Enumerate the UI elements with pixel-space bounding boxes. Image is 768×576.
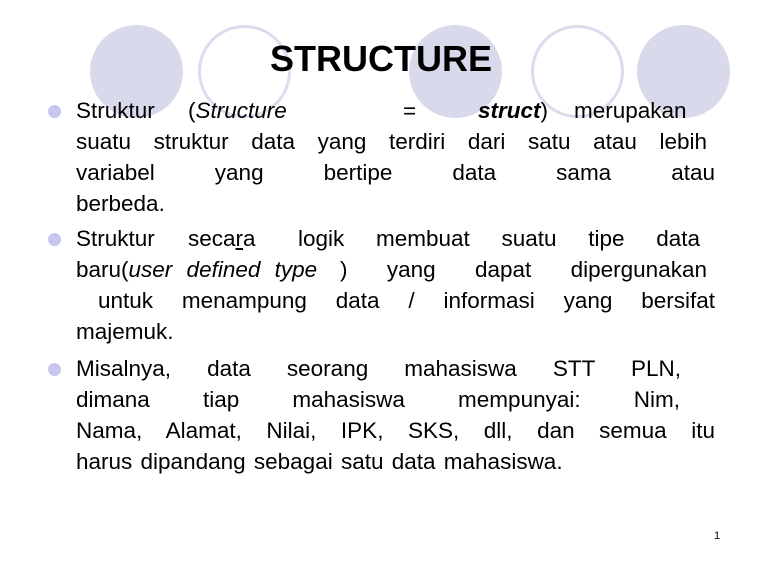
bullet-3-line-3: Nama, Alamat, Nilai, IPK, SKS, dll, dan … bbox=[76, 418, 715, 443]
text-baru: baru( bbox=[76, 257, 129, 282]
page-number: 1 bbox=[714, 530, 721, 542]
decorative-circle-filled-2 bbox=[409, 25, 502, 118]
decorative-circle-outline-1 bbox=[198, 25, 291, 118]
text-merupakan: merupakan bbox=[574, 98, 687, 123]
text-r-underlined: r bbox=[235, 226, 244, 251]
bullet-icon bbox=[48, 233, 61, 246]
paren-close: ) bbox=[540, 98, 549, 123]
text-a: a bbox=[243, 226, 256, 251]
text-yang-dapat: ) yang dapat dipergunakan bbox=[340, 257, 707, 282]
text-struktur: Struktur bbox=[76, 226, 155, 251]
bullet-1-line-3: variabel yang bertipe data sama atau bbox=[76, 160, 715, 185]
bullet-1-line-1: Struktur (Structure = struct) merupakan bbox=[76, 95, 700, 126]
text-user-defined-type: user defined type bbox=[128, 257, 318, 282]
bullet-1-line-4: berbeda. bbox=[76, 191, 165, 216]
bullet-2-line-1: Struktur secara logik membuat suatu tipe… bbox=[76, 223, 700, 254]
slide-title-text: STRUCTURE bbox=[270, 38, 492, 79]
text-secara: secara bbox=[188, 223, 256, 254]
bullet-icon bbox=[48, 363, 61, 376]
text-logik-membuat: logik membuat suatu tipe data bbox=[298, 226, 700, 251]
text-struct-group: struct) bbox=[478, 95, 548, 126]
text-struktur: Struktur bbox=[76, 98, 155, 123]
text-struct-bold: struct bbox=[478, 98, 541, 123]
text-equals: = bbox=[403, 98, 417, 123]
bullet-3-line-4: harus dipandang sebagai satu data mahasi… bbox=[76, 449, 563, 474]
bullet-3-line-2: dimana tiap mahasiswa mempunyai: Nim, bbox=[76, 387, 680, 412]
decorative-circle-filled-3 bbox=[637, 25, 730, 118]
decorative-circle-outline-2 bbox=[531, 25, 624, 118]
text-seca: seca bbox=[188, 226, 236, 251]
slide-title: STRUCTURE bbox=[0, 38, 768, 80]
text-structure-italic: Structure bbox=[195, 98, 287, 123]
paren-open: ( bbox=[188, 98, 196, 123]
bullet-2-line-4: majemuk. bbox=[76, 319, 174, 344]
bullet-1-line-2: suatu struktur data yang terdiri dari sa… bbox=[76, 129, 707, 154]
bullet-icon bbox=[48, 105, 61, 118]
bullet-2-line-2: baru(user defined type ) yang dapat dipe… bbox=[76, 254, 707, 285]
bullet-2-line-3: untuk menampung data / informasi yang be… bbox=[98, 288, 715, 313]
decorative-circle-filled-1 bbox=[90, 25, 183, 118]
text-structure-group: (Structure bbox=[188, 95, 287, 126]
text-baru-group: baru(user defined type bbox=[76, 254, 317, 285]
bullet-3-line-1: Misalnya, data seorang mahasiswa STT PLN… bbox=[76, 356, 681, 381]
